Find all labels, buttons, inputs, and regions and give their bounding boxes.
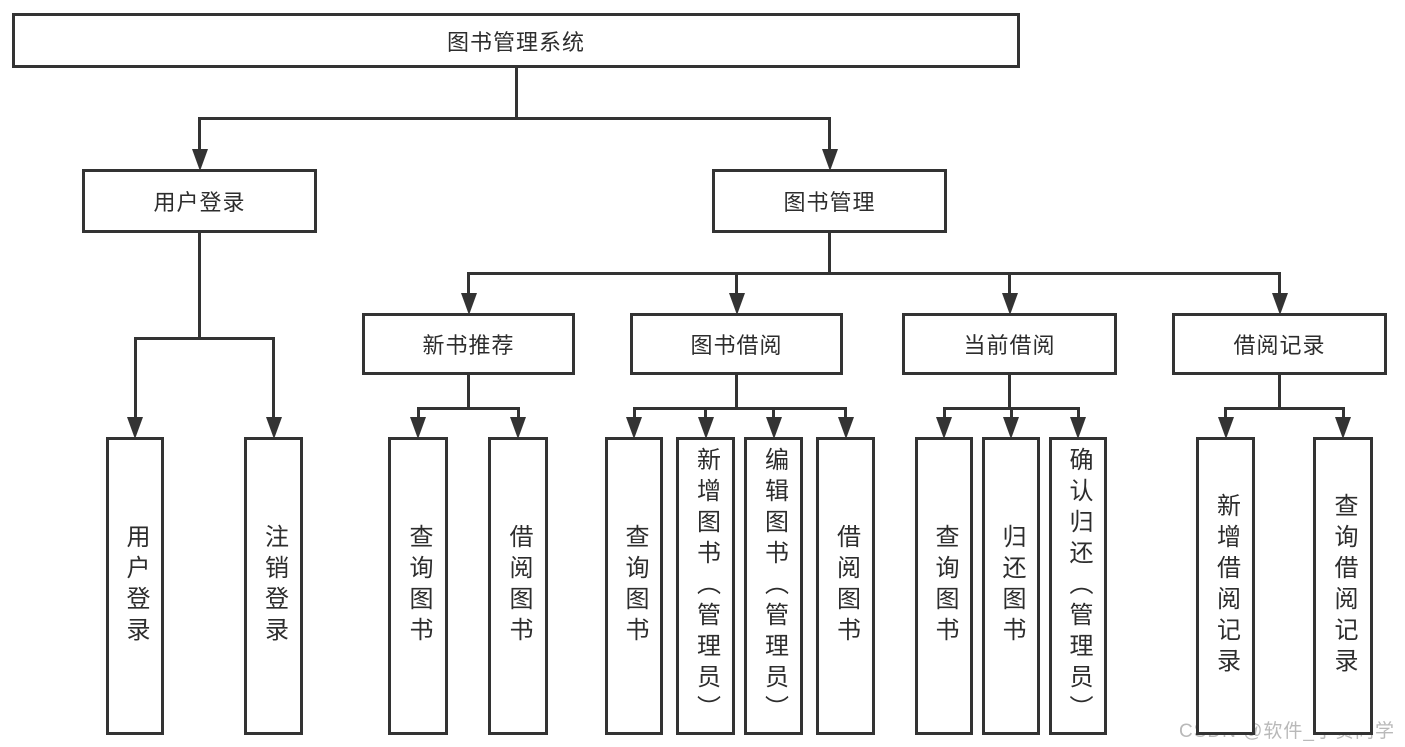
edge-arrow-cur-return bbox=[1003, 417, 1019, 439]
node-label-bor-borrow: 借阅图书 bbox=[832, 524, 860, 648]
edge-stub-cur-query bbox=[942, 407, 946, 421]
edge-stub-logout bbox=[272, 337, 275, 421]
node-root: 图书管理系统 bbox=[12, 13, 1020, 68]
node-current: 当前借阅 bbox=[902, 313, 1117, 375]
node-login: 用户登录 bbox=[82, 169, 317, 233]
edge-stub-bor-borrow bbox=[844, 407, 847, 421]
node-cur-confirm: 确认归还（管理员） bbox=[1049, 437, 1107, 735]
node-user-login: 用户登录 bbox=[106, 437, 164, 735]
node-label-bor-query: 查询图书 bbox=[621, 524, 648, 648]
edge-arrow-recommend bbox=[460, 293, 477, 315]
edge-stub-user-login bbox=[133, 337, 137, 421]
node-cur-query: 查询图书 bbox=[915, 437, 973, 735]
node-recommend: 新书推荐 bbox=[362, 313, 575, 375]
edge-stub-mgmt bbox=[828, 117, 831, 153]
edge-rail-root bbox=[198, 117, 831, 120]
node-label-rec-query: 查询图书 bbox=[405, 524, 432, 648]
edge-arrow-bor-borrow bbox=[837, 417, 854, 439]
node-recd-query: 查询借阅记录 bbox=[1313, 437, 1373, 735]
edge-rail-borrow bbox=[632, 407, 847, 410]
edge-stub-records bbox=[1278, 272, 1281, 297]
node-borrow: 图书借阅 bbox=[630, 313, 843, 375]
edge-arrow-logout bbox=[265, 417, 282, 439]
node-recd-add: 新增借阅记录 bbox=[1196, 437, 1255, 735]
edge-arrow-recd-add bbox=[1217, 417, 1234, 439]
node-label-root: 图书管理系统 bbox=[446, 29, 585, 55]
node-label-cur-confirm: 确认归还（管理员） bbox=[1065, 446, 1092, 726]
node-bor-borrow: 借阅图书 bbox=[816, 437, 875, 735]
edge-drop-borrow bbox=[735, 373, 738, 410]
node-label-recd-add: 新增借阅记录 bbox=[1212, 493, 1240, 679]
edge-stub-bor-add bbox=[704, 407, 707, 421]
edge-rail-recommend bbox=[416, 407, 520, 410]
node-label-recd-query: 查询借阅记录 bbox=[1330, 493, 1357, 679]
edge-arrow-bor-query bbox=[626, 417, 642, 439]
node-label-mgmt: 图书管理 bbox=[783, 190, 876, 215]
node-records: 借阅记录 bbox=[1172, 313, 1387, 375]
node-logout: 注销登录 bbox=[244, 437, 303, 735]
edge-arrow-current bbox=[1001, 293, 1018, 315]
edge-drop-login bbox=[198, 231, 201, 340]
node-bor-add: 新增图书（管理员） bbox=[676, 437, 735, 735]
edge-arrow-user-login bbox=[127, 417, 143, 439]
edge-stub-recd-add bbox=[1224, 407, 1227, 421]
edge-arrow-bor-add bbox=[697, 417, 714, 439]
edge-rail-mgmt bbox=[467, 272, 1281, 275]
edge-arrow-cur-confirm bbox=[1070, 417, 1086, 439]
edge-arrow-recd-query bbox=[1335, 417, 1351, 439]
node-bor-query: 查询图书 bbox=[605, 437, 663, 735]
edge-drop-recommend bbox=[467, 373, 470, 410]
node-rec-borrow: 借阅图书 bbox=[488, 437, 548, 735]
node-label-user-login: 用户登录 bbox=[122, 524, 149, 648]
edge-drop-records bbox=[1278, 373, 1281, 410]
node-label-bor-edit: 编辑图书（管理员） bbox=[760, 446, 788, 726]
node-label-bor-add: 新增图书（管理员） bbox=[692, 446, 720, 726]
edge-rail-login bbox=[133, 337, 275, 340]
node-label-current: 当前借阅 bbox=[963, 333, 1056, 358]
edge-arrow-login bbox=[191, 149, 208, 171]
edge-arrow-bor-edit bbox=[765, 417, 782, 439]
node-label-recommend: 新书推荐 bbox=[422, 333, 515, 358]
node-bor-edit: 编辑图书（管理员） bbox=[744, 437, 803, 735]
edge-drop-mgmt bbox=[828, 231, 831, 275]
edge-arrow-records bbox=[1271, 293, 1288, 315]
edge-arrow-rec-borrow bbox=[510, 417, 526, 439]
edge-stub-current bbox=[1008, 272, 1011, 297]
edge-arrow-borrow bbox=[728, 293, 745, 315]
node-label-borrow: 图书借阅 bbox=[690, 333, 783, 358]
node-cur-return: 归还图书 bbox=[982, 437, 1040, 735]
edge-stub-recd-query bbox=[1341, 407, 1345, 421]
edge-stub-cur-confirm bbox=[1076, 407, 1080, 421]
node-label-rec-borrow: 借阅图书 bbox=[505, 524, 532, 648]
edge-stub-bor-query bbox=[632, 407, 636, 421]
node-rec-query: 查询图书 bbox=[388, 437, 448, 735]
node-label-logout: 注销登录 bbox=[260, 524, 288, 648]
edge-stub-bor-edit bbox=[772, 407, 775, 421]
edge-arrow-cur-query bbox=[936, 417, 952, 439]
node-mgmt: 图书管理 bbox=[712, 169, 947, 233]
node-label-login: 用户登录 bbox=[153, 190, 246, 215]
edge-arrow-rec-query bbox=[410, 417, 426, 439]
edge-stub-rec-query bbox=[416, 407, 420, 421]
edge-rail-records bbox=[1224, 407, 1345, 410]
node-label-cur-query: 查询图书 bbox=[931, 524, 958, 648]
edge-stub-rec-borrow bbox=[516, 407, 520, 421]
node-label-cur-return: 归还图书 bbox=[998, 524, 1025, 648]
edge-stub-borrow bbox=[735, 272, 738, 297]
edge-stub-login bbox=[198, 117, 201, 153]
edge-stub-recommend bbox=[467, 272, 470, 297]
edge-drop-current bbox=[1008, 373, 1011, 410]
edge-arrow-mgmt bbox=[821, 149, 838, 171]
edge-stub-cur-return bbox=[1009, 407, 1013, 421]
edge-drop-root bbox=[514, 66, 518, 120]
node-label-records: 借阅记录 bbox=[1233, 333, 1326, 358]
